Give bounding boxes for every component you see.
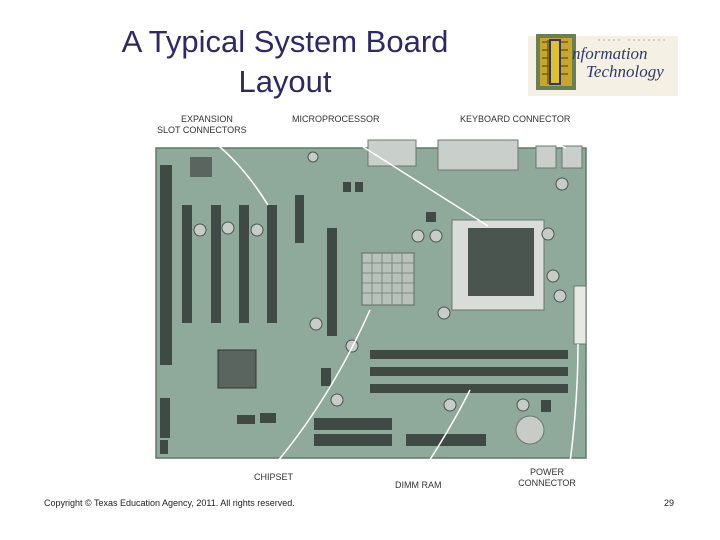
- label-expansion-line-2: SLOT CONNECTORS: [157, 125, 247, 135]
- southbridge-chip: [217, 349, 257, 389]
- capacitor: [437, 306, 451, 320]
- expansion-slot-1: [182, 205, 192, 323]
- label-expansion-line-1: EXPANSION: [181, 114, 233, 124]
- expansion-slot-4: [267, 205, 277, 323]
- bios-chip: [190, 157, 212, 177]
- northbridge-chip: [361, 252, 415, 306]
- logo-text-line-1: nformation: [572, 44, 648, 63]
- capacitor: [541, 227, 555, 241]
- information-technology-logo: [528, 34, 678, 96]
- agp-slot: [327, 228, 337, 336]
- capacitor: [250, 223, 264, 237]
- leader-dimm: [417, 389, 471, 479]
- ide-connector-1: [314, 418, 392, 430]
- capacitor: [546, 269, 560, 283]
- capacitor: [309, 317, 323, 331]
- ide-connector-2: [314, 434, 392, 446]
- dimm-slot-1: [370, 350, 568, 359]
- cpu-chip: [468, 228, 534, 296]
- leader-power: [569, 343, 579, 464]
- callout-leader-lines: [206, 125, 579, 479]
- copyright-text: Copyright © Texas Education Agency, 2011…: [44, 498, 295, 508]
- capacitor: [221, 221, 235, 235]
- leader-expansion: [206, 136, 269, 206]
- capacitor: [193, 223, 207, 237]
- floppy-connector: [406, 434, 486, 446]
- io-port-block-1: [367, 139, 417, 167]
- title-line-1: A Typical System Board: [121, 24, 449, 59]
- small-chip: [321, 368, 331, 386]
- io-port-block-2: [437, 139, 519, 171]
- small-chip: [260, 413, 276, 423]
- label-power-line-2: CONNECTOR: [518, 478, 576, 488]
- leader-microprocessor: [329, 125, 489, 227]
- capacitor: [429, 229, 443, 243]
- label-keyboard-connector: KEYBOARD CONNECTOR: [460, 114, 571, 124]
- power-connector: [573, 285, 587, 345]
- expansion-slot-2: [211, 205, 221, 323]
- capacitor: [553, 289, 567, 303]
- small-chip: [160, 440, 168, 454]
- keyboard-port-2: [561, 145, 583, 169]
- small-chip: [343, 182, 351, 192]
- capacitor: [443, 398, 457, 412]
- label-power-line-1: POWER: [529, 467, 564, 477]
- capacitor: [330, 393, 344, 407]
- title-line-2: Layout: [238, 64, 332, 99]
- capacitor: [555, 177, 569, 191]
- label-expansion-slot-connectors: EXPANSION SLOT CONNECTORS: [157, 114, 247, 136]
- label-dimm-ram: DIMM RAM: [395, 480, 442, 490]
- small-slot: [295, 195, 304, 243]
- isa-slot: [160, 165, 172, 365]
- label-chipset: CHIPSET: [254, 472, 294, 482]
- small-chip: [541, 400, 551, 412]
- label-microprocessor: MICROPROCESSOR: [292, 114, 380, 124]
- small-chip: [355, 182, 363, 192]
- leader-keyboard: [519, 125, 567, 149]
- label-power-connector: POWER CONNECTOR: [515, 467, 579, 489]
- capacitor: [516, 398, 530, 412]
- dimm-slot-2: [370, 367, 568, 376]
- small-chip: [426, 212, 436, 222]
- logo-text-line-2: Technology: [586, 62, 664, 81]
- page-number: 29: [664, 498, 675, 508]
- expansion-slot-3: [239, 205, 249, 323]
- small-chip: [237, 415, 255, 424]
- cmos-battery: [515, 415, 545, 445]
- capacitor: [411, 229, 425, 243]
- edge-connector: [160, 398, 170, 438]
- keyboard-port-1: [535, 145, 557, 169]
- leader-chipset: [271, 309, 371, 469]
- dimm-slot-3: [370, 384, 568, 393]
- capacitor: [307, 151, 319, 163]
- slide-title: A Typical System Board Layout: [60, 22, 510, 102]
